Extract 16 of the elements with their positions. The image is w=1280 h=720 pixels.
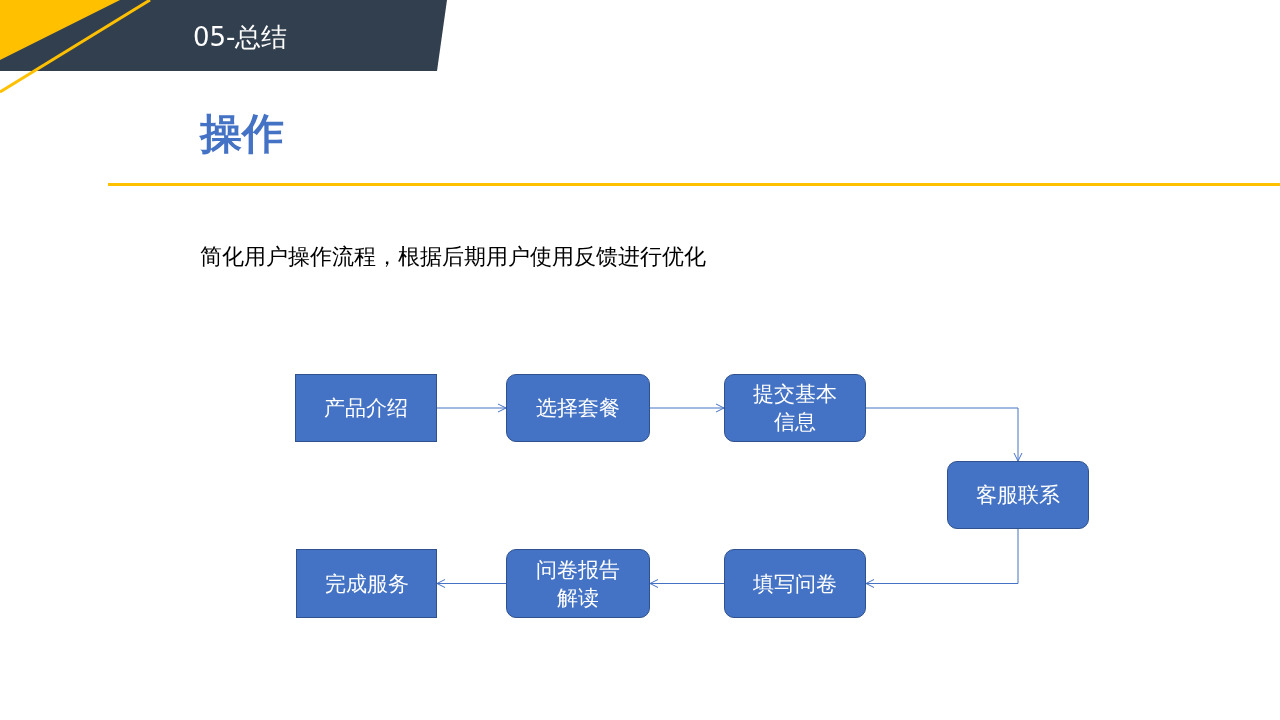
connector-arrow bbox=[436, 579, 507, 588]
rounded-process-box: 填写问卷 bbox=[724, 549, 866, 618]
connector-arrow bbox=[436, 403, 507, 413]
section-heading: 05-总结 bbox=[193, 21, 288, 54]
rounded-process-box: 选择套餐 bbox=[506, 374, 650, 442]
rounded-process-box: 客服联系 bbox=[947, 461, 1089, 529]
process-box: 完成服务 bbox=[296, 549, 437, 618]
title: 操作 bbox=[200, 108, 284, 160]
connector-arrow bbox=[649, 579, 725, 588]
rounded-process-box: 提交基本信息 bbox=[724, 374, 866, 442]
connector-arrow bbox=[865, 407, 1023, 462]
connector-arrow bbox=[865, 528, 1019, 588]
subtitle: 简化用户操作流程，根据后期用户使用反馈进行优化 bbox=[200, 243, 706, 271]
process-box: 产品介绍 bbox=[295, 374, 437, 442]
connector-arrow bbox=[649, 403, 725, 413]
rounded-process-box: 问卷报告解读 bbox=[506, 549, 650, 618]
